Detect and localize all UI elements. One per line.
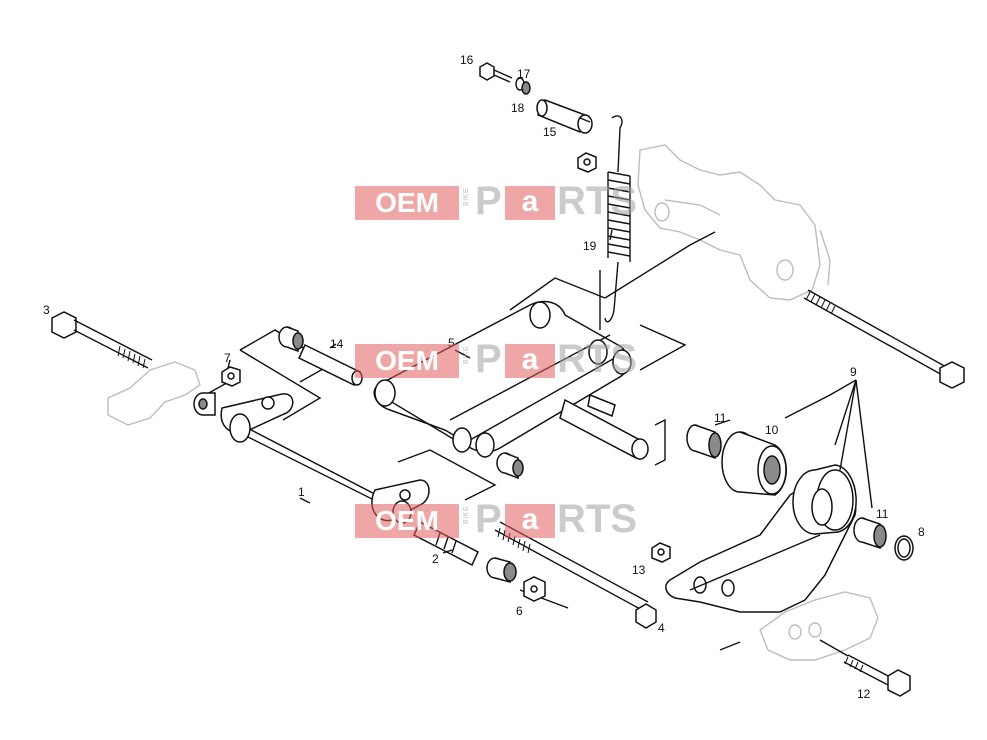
bushing-14 [278,326,304,353]
bearing-10 [721,431,787,496]
pin-14 [298,343,363,387]
callout-3: 3 [43,303,50,317]
callout-16: 16 [460,53,474,67]
bolt-frame [803,289,965,389]
spacer-11-lower [853,517,887,550]
watermark-bike: BIKE [463,346,470,364]
watermark-rts: RTS [557,179,637,223]
nut-13 [651,542,671,563]
watermark-oem-box: OEM [355,186,459,220]
watermark-p: P [475,497,502,541]
lower-frame-piece [759,591,879,661]
bolt-4 [494,521,657,629]
watermark-bottom: OEM BIKE P a RTS [355,497,640,541]
watermark-oem-box: OEM [355,344,459,378]
callout-5: 5 [448,336,455,350]
bushing-left [193,392,216,416]
assembly-guides [199,231,741,651]
callout-4: 4 [658,621,665,635]
bolt-3 [51,311,153,369]
watermark-a-box: a [505,186,555,220]
spacer-11-upper [686,424,722,460]
circlip-8 [894,535,914,561]
nut-7 [221,366,241,387]
callout-11-upper: 11 [714,411,727,425]
callout-11-lower: 11 [876,507,889,521]
pin-15 [536,99,593,134]
callout-17: 17 [517,67,531,81]
watermark-oem-box: OEM [355,504,459,538]
watermark-top: OEM BIKE P a RTS [355,179,640,223]
callout-6: 6 [516,604,523,618]
watermark-rts: RTS [557,497,637,541]
frame-bracket [637,144,831,301]
sleeve-9 [792,464,857,535]
bolt-12 [819,639,911,697]
callout-1: 1 [298,485,305,499]
watermark-p: P [475,179,502,223]
callout-8: 8 [918,525,925,539]
callout-10: 10 [765,423,779,437]
bushing-6 [486,557,517,583]
washer-18 [521,81,531,95]
callout-12: 12 [857,687,871,701]
watermark-a-box: a [505,344,555,378]
callout-2: 2 [432,552,439,566]
callout-13: 13 [632,563,646,577]
callout-18: 18 [511,101,525,115]
watermark-p: P [475,337,502,381]
left-frame-piece [107,361,201,426]
watermark-middle: OEM BIKE P a RTS [355,337,640,381]
callout-14: 14 [330,337,344,351]
callout-15: 15 [543,125,557,139]
watermark-a-box: a [505,504,555,538]
bushing-link [496,452,524,480]
linkage-5 [373,300,649,460]
nut-upper [577,152,597,173]
spring-19 [604,115,631,323]
watermark-bike: BIKE [463,188,470,206]
callout-19: 19 [583,239,597,253]
watermark-bike: BIKE [463,506,470,524]
callout-7: 7 [224,351,231,365]
callout-9: 9 [850,365,857,379]
nut-6 [523,576,546,602]
bolt-16 [479,62,513,83]
callout-labels: 1 2 3 4 5 6 7 8 9 10 11 11 12 13 14 15 1… [43,53,925,701]
watermark-rts: RTS [557,337,637,381]
